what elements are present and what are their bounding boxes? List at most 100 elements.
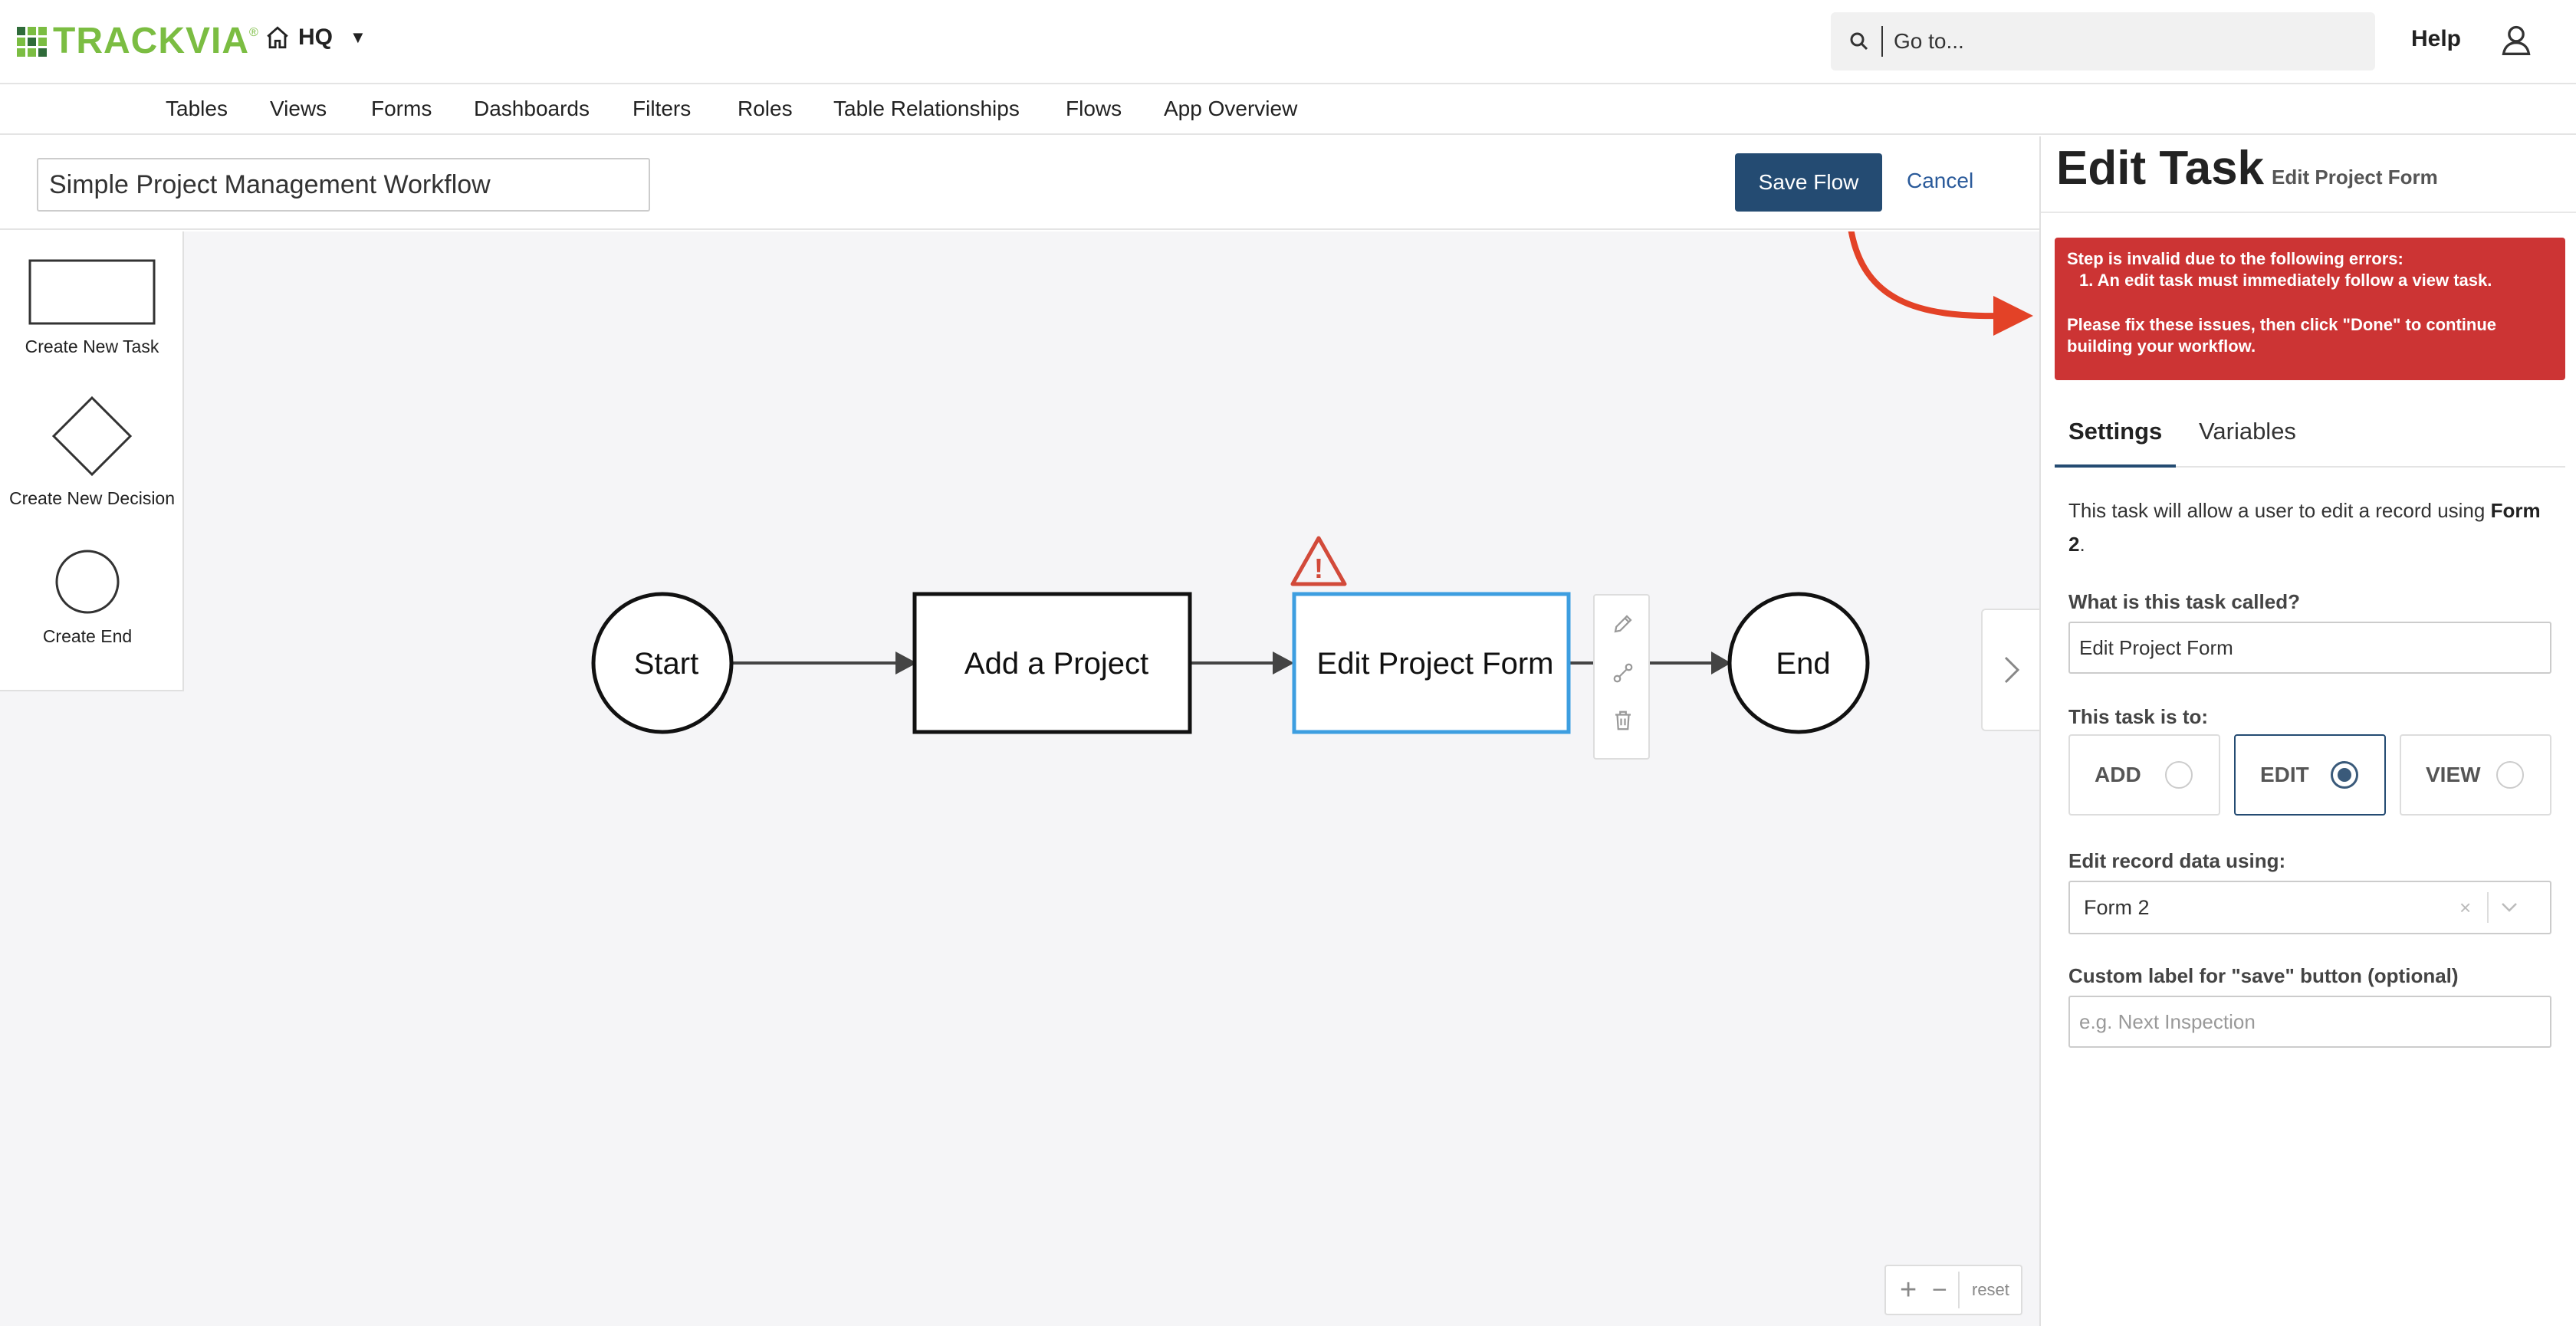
nav-dashboards[interactable]: Dashboards xyxy=(474,97,590,120)
goto-search-input[interactable] xyxy=(1894,29,2323,54)
clear-icon[interactable]: × xyxy=(2459,895,2472,919)
search-icon xyxy=(1850,32,1868,51)
search-caret xyxy=(1881,26,1883,57)
task-description: This task will allow a user to edit a re… xyxy=(2068,494,2544,561)
flow-diagram: Start Add a Project ! Edit Project Form … xyxy=(591,231,2033,734)
main-nav: Tables Views Forms Dashboards Filters Ro… xyxy=(0,86,2576,135)
save-flow-button[interactable]: Save Flow xyxy=(1735,153,1882,212)
arrowhead-1 xyxy=(895,652,917,674)
connect-icon[interactable] xyxy=(1612,661,1635,684)
logo-grid-icon xyxy=(17,26,47,57)
task-type-label: This task is to: xyxy=(2068,705,2209,728)
app-name: HQ xyxy=(298,25,333,50)
custom-save-label: Custom label for "save" button (optional… xyxy=(2068,964,2459,987)
create-new-decision[interactable]: Create New Decision xyxy=(0,396,184,509)
nav-forms[interactable]: Forms xyxy=(371,97,432,120)
task-description-form: Form 2 xyxy=(2068,499,2541,556)
goto-search[interactable] xyxy=(1831,12,2375,71)
task-type-add[interactable]: ADD xyxy=(2068,734,2220,816)
shape-palette: Create New Task Create New Decision Crea… xyxy=(0,231,184,691)
node-toolbar xyxy=(1593,594,1650,760)
caret-down-icon: ▼ xyxy=(350,28,366,47)
task-type-edit-radio[interactable] xyxy=(2331,761,2358,789)
end-shape-icon xyxy=(55,550,120,614)
decision-shape-icon xyxy=(51,396,133,477)
nav-views[interactable]: Views xyxy=(270,97,327,120)
trackvia-logo[interactable]: TRACKVIA ® xyxy=(17,21,258,61)
arrowhead-3 xyxy=(1711,652,1731,674)
task-type-view-label: VIEW xyxy=(2426,763,2481,786)
end-node-label: End xyxy=(1776,647,1830,681)
nav-table-relationships[interactable]: Table Relationships xyxy=(833,97,1020,120)
task-type-edit[interactable]: EDIT xyxy=(2234,734,2386,816)
flow-header: Save Flow Cancel xyxy=(0,136,2039,230)
help-link[interactable]: Help xyxy=(2411,26,2462,51)
nav-filters[interactable]: Filters xyxy=(632,97,692,120)
nav-flows[interactable]: Flows xyxy=(1066,97,1122,120)
tab-settings[interactable]: Settings xyxy=(2055,418,2177,468)
panel-subtitle: Edit Project Form xyxy=(2272,166,2438,189)
flow-canvas[interactable]: Create New Task Create New Decision Crea… xyxy=(0,231,2041,1326)
app-switcher[interactable]: HQ ▼ xyxy=(264,25,366,51)
create-new-task-label: Create New Task xyxy=(25,336,159,356)
panel-divider xyxy=(2041,212,2576,213)
end-node[interactable]: End xyxy=(1727,592,1870,734)
logo-registered-mark: ® xyxy=(249,26,258,39)
flow-name-input[interactable] xyxy=(37,158,650,212)
trash-icon[interactable] xyxy=(1612,709,1635,732)
start-node[interactable]: Start xyxy=(591,592,734,734)
zoom-controls: + − reset xyxy=(1884,1265,2022,1315)
zoom-out-button[interactable]: − xyxy=(1932,1275,1947,1305)
zoom-in-button[interactable]: + xyxy=(1900,1273,1917,1306)
task-node-add-a-project-label: Add a Project xyxy=(964,647,1148,681)
error-heading: Step is invalid due to the following err… xyxy=(2067,249,2404,268)
panel-tabs: Settings Variables xyxy=(2055,418,2565,468)
create-new-task[interactable]: Create New Task xyxy=(0,259,184,357)
collapse-panel-tab[interactable] xyxy=(1981,609,2041,731)
warning-symbol: ! xyxy=(1314,553,1323,584)
panel-title-text: Edit Task xyxy=(2056,142,2265,195)
edit-task-panel: Edit Task Edit Project Form Step is inval… xyxy=(2039,136,2576,1326)
create-end-label: Create End xyxy=(42,626,133,646)
cancel-link[interactable]: Cancel xyxy=(1907,169,1974,192)
task-type-edit-label: EDIT xyxy=(2260,763,2309,786)
panel-title: Edit Task Edit Project Form xyxy=(2056,141,2438,195)
logo-text: TRACKVIA xyxy=(53,21,249,61)
home-icon xyxy=(267,26,288,49)
task-node-edit-project-form-label: Edit Project Form xyxy=(1317,647,1554,681)
user-icon[interactable] xyxy=(2499,23,2533,57)
nav-roles[interactable]: Roles xyxy=(738,97,793,120)
task-type-view[interactable]: VIEW xyxy=(2400,734,2551,816)
task-description-text: This task will allow a user to edit a re… xyxy=(2068,499,2486,522)
arrowhead-2 xyxy=(1273,652,1294,674)
start-node-label: Start xyxy=(634,647,698,681)
custom-save-input[interactable] xyxy=(2068,996,2551,1048)
create-new-decision-label: Create New Decision xyxy=(8,488,176,508)
zoom-reset-button[interactable]: reset xyxy=(1972,1280,2009,1299)
chevron-right-icon xyxy=(2004,656,2020,684)
warning-icon: ! xyxy=(1290,536,1347,586)
form-select-value: Form 2 xyxy=(2084,895,2150,919)
create-end[interactable]: Create End xyxy=(0,549,184,647)
task-name-label: What is this task called? xyxy=(2068,590,2300,613)
chevron-down-icon[interactable] xyxy=(2499,901,2519,914)
top-bar: TRACKVIA ® HQ ▼ Help xyxy=(0,0,2576,84)
nav-app-overview[interactable]: App Overview xyxy=(1164,97,1298,120)
task-description-suffix: . xyxy=(2079,533,2085,556)
task-node-edit-project-form[interactable]: Edit Project Form xyxy=(1292,592,1571,734)
form-select[interactable]: Form 2 × xyxy=(2068,881,2551,934)
tab-variables[interactable]: Variables xyxy=(2199,418,2296,445)
task-type-add-radio[interactable] xyxy=(2165,761,2193,789)
task-shape-icon xyxy=(28,259,156,325)
nav-tables[interactable]: Tables xyxy=(166,97,228,120)
zoom-divider xyxy=(1958,1272,1960,1308)
annotation-arrow xyxy=(1848,231,2033,336)
form-select-label: Edit record data using: xyxy=(2068,849,2286,872)
error-banner: Step is invalid due to the following err… xyxy=(2055,238,2565,380)
task-node-add-a-project[interactable]: Add a Project xyxy=(912,592,1192,734)
error-fix-text: Please fix these issues, then click "Don… xyxy=(2067,315,2497,356)
pencil-icon[interactable] xyxy=(1612,612,1635,635)
select-divider xyxy=(2487,892,2489,923)
task-name-input[interactable] xyxy=(2068,622,2551,674)
task-type-view-radio[interactable] xyxy=(2496,761,2524,789)
